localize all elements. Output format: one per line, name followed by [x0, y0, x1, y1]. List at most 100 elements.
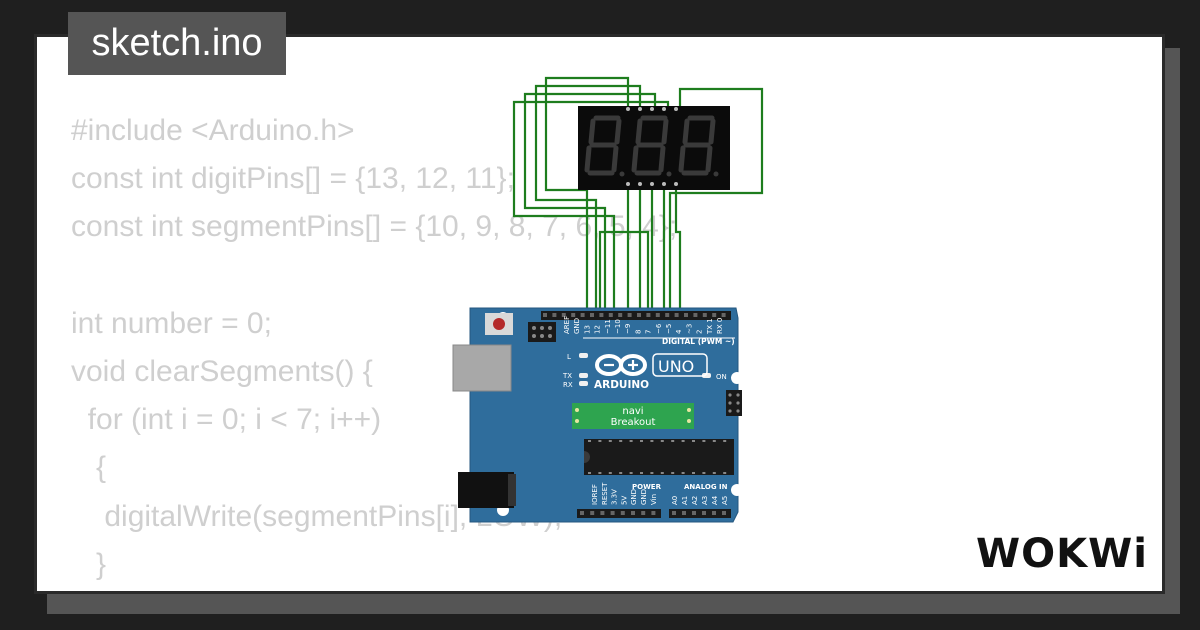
chip-pin — [723, 440, 727, 442]
header-pin — [692, 511, 696, 515]
chip-pin — [640, 472, 643, 474]
header-pin — [580, 511, 584, 515]
segment — [611, 145, 619, 173]
header-pin — [637, 313, 641, 317]
header-pin — [721, 313, 726, 317]
segment — [682, 118, 690, 145]
chip-pin — [660, 472, 664, 474]
header-pin — [610, 511, 615, 515]
chip-pin — [712, 440, 716, 442]
header-pin — [693, 313, 698, 317]
header-pin — [712, 313, 717, 317]
header-pin — [627, 313, 632, 317]
pin-label: RESET — [601, 482, 609, 505]
header-pin — [590, 511, 595, 515]
header-pin — [702, 511, 706, 515]
segment — [658, 145, 666, 173]
segment — [635, 118, 643, 145]
pin-label: Vin — [650, 494, 658, 505]
code-line: #include <Arduino.h> — [71, 114, 355, 147]
pin-label: 2 — [696, 330, 704, 334]
segment — [588, 118, 596, 145]
pin-label: ~6 — [655, 323, 663, 334]
wire — [674, 183, 682, 316]
header-pin — [674, 313, 679, 317]
breakout-line1: navi — [622, 406, 643, 417]
led-tx-label: TX — [562, 372, 572, 380]
segment — [678, 145, 686, 173]
uno-model: UNO — [658, 357, 694, 376]
code-preview: #include <Arduino.h> const int digitPins[… — [71, 107, 678, 591]
chip-pin — [588, 472, 591, 474]
chip-pin — [702, 440, 706, 442]
pin-label: IOREF — [591, 484, 599, 505]
breakout-line2: Breakout — [611, 417, 656, 428]
chip-pin — [692, 472, 695, 474]
pin-label: GND — [630, 489, 638, 505]
pin-label: 7 — [645, 330, 653, 334]
header-pin — [684, 313, 688, 317]
chip-pin — [608, 472, 612, 474]
header-pin — [618, 313, 623, 317]
digital-label: DIGITAL (PWM ~) — [662, 337, 735, 346]
pin-label: TX 1 — [706, 318, 714, 335]
header-pin — [552, 313, 557, 317]
pin-label: 5V — [620, 496, 628, 505]
code-line: for (int i = 0; i < 7; i++) — [71, 403, 382, 437]
pin-label: 4 — [675, 329, 683, 334]
code-line: const int segmentPins[] = {10, 9, 8, 7, … — [71, 210, 678, 244]
code-line: } — [71, 547, 107, 581]
pin-label: A0 — [671, 496, 679, 505]
pin-label: GND — [640, 489, 648, 505]
header-pin — [590, 313, 594, 317]
pin-label: 12 — [594, 325, 602, 334]
chip-pin — [629, 440, 633, 442]
segment — [708, 118, 716, 145]
chip-pin — [692, 440, 695, 442]
chip-pin — [650, 440, 654, 442]
header-pin — [651, 511, 656, 515]
decimal-point — [713, 171, 719, 177]
wire — [544, 76, 630, 316]
pin-label: A1 — [681, 496, 689, 505]
usb-connector — [452, 344, 512, 392]
pin-label: ~3 — [685, 324, 693, 334]
code-line: { — [71, 451, 107, 485]
led-on-label: ON — [716, 373, 727, 381]
digit-3 — [678, 115, 719, 177]
header-pin — [571, 313, 576, 317]
chip-pin — [598, 472, 602, 474]
pin-label: RX 0 — [716, 318, 724, 334]
header-pin — [641, 511, 646, 515]
atmega-chip — [584, 439, 734, 475]
header-pin — [543, 313, 547, 317]
code-line: void clearSegments() { — [71, 354, 373, 388]
power-header — [577, 509, 661, 518]
chip-pin — [723, 472, 727, 474]
analog-label: ANALOG IN — [684, 483, 728, 491]
pin-label: A2 — [691, 496, 699, 505]
segment — [705, 145, 713, 173]
pin-label: ~5 — [665, 324, 673, 334]
pin-label: ~10 — [614, 319, 622, 334]
chip-pin — [660, 440, 664, 442]
arduino-logo-icon — [595, 354, 647, 376]
chip-pin — [619, 472, 623, 474]
segment — [584, 145, 592, 173]
power-jack — [458, 472, 514, 508]
header-pin — [646, 313, 651, 317]
arduino-brand: ARDUINO — [594, 379, 649, 391]
header-pin — [631, 511, 635, 515]
chip-pin — [671, 440, 675, 442]
pin-label: ~9 — [624, 324, 632, 334]
wire-bundle — [512, 76, 764, 316]
segment — [614, 118, 622, 145]
code-line: int number = 0; — [71, 306, 272, 340]
seven-segment-display — [578, 106, 730, 190]
code-line: const int digitPins[] = {13, 12, 11}; — [71, 162, 515, 196]
header-pin — [655, 313, 660, 317]
pin-label: AREF — [563, 316, 571, 334]
wokwi-logo-text: WOKWi — [976, 531, 1148, 577]
chip-pin — [619, 440, 623, 442]
